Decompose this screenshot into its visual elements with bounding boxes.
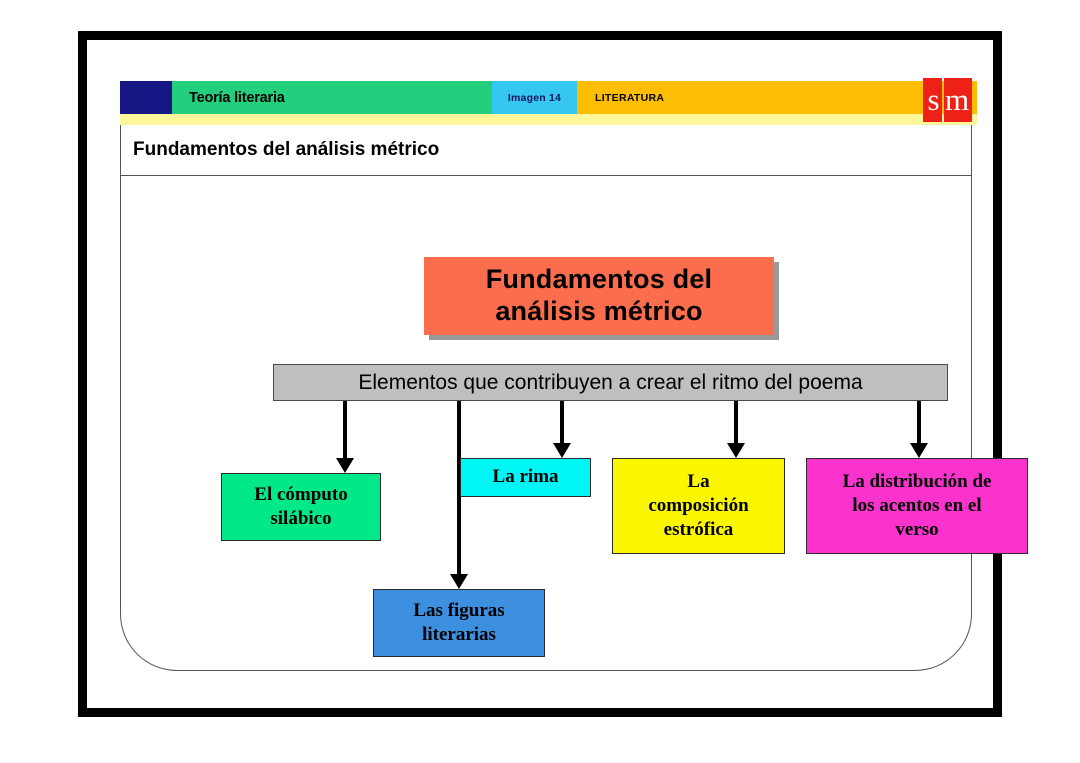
sm-logo-s-letter: s — [927, 81, 940, 117]
diagram-title-line-2: análisis métrico — [495, 296, 703, 326]
node-computo-silabico: El cómputo silábico — [221, 473, 381, 541]
sm-logo: s m — [923, 78, 972, 122]
node-figuras-literarias-line-2: literarias — [422, 624, 496, 645]
header-image-section: Imagen 14 — [492, 81, 577, 114]
header-underline-strip — [120, 114, 977, 125]
diagram-title-box: Fundamentos del análisis métrico — [424, 257, 774, 335]
sm-logo-m-letter: m — [944, 81, 970, 117]
slide-content-panel: Fundamentos del análisis métrico Fundame… — [120, 125, 1028, 671]
node-distribucion-acentos-line-2: los acentos en el — [852, 494, 982, 516]
node-la-rima-line-1: La rima — [492, 466, 559, 488]
node-computo-silabico-line-1: El cómputo — [254, 483, 348, 505]
slide-subtitle-row: Fundamentos del análisis métrico — [121, 125, 971, 176]
header-image-label: Imagen 14 — [507, 91, 562, 104]
diagram-subtitle-bar: Elementos que contribuyen a crear el rit… — [273, 364, 948, 401]
slide-frame: Teoría literaria Imagen 14 LITERATURA s … — [78, 31, 1028, 717]
diagram-title-line-1: Fundamentos del — [485, 264, 713, 295]
sm-logo-m-block: m — [944, 78, 972, 122]
node-la-rima: La rima — [460, 458, 591, 497]
header-navy-block — [120, 81, 172, 114]
sm-logo-s-block: s — [923, 78, 942, 122]
header-subject-label: LITERATURA — [595, 91, 665, 104]
node-composicion-estrofica-line-3: estrófica — [663, 519, 734, 541]
header-course-section: Teoría literaria — [172, 81, 492, 114]
node-distribucion-acentos-line-3: verso — [895, 519, 939, 541]
header-course-label: Teoría literaria — [189, 89, 285, 106]
node-composicion-estrofica: La composición estrófica — [612, 458, 785, 554]
node-distribucion-acentos-line-1: La distribución de — [842, 470, 992, 492]
node-figuras-literarias: Las figuras literarias — [373, 589, 545, 657]
node-composicion-estrofica-line-1: La — [687, 470, 710, 492]
page-title: Fundamentos del análisis métrico — [133, 139, 440, 160]
node-figuras-literarias-line-1: Las figuras — [413, 599, 505, 621]
header-subject-section: LITERATURA — [577, 81, 977, 114]
node-computo-silabico-line-2: silábico — [270, 508, 332, 529]
node-distribucion-acentos: La distribución de los acentos en el ver… — [806, 458, 1028, 554]
slide-header-bar: Teoría literaria Imagen 14 LITERATURA — [120, 81, 977, 114]
diagram-subtitle-bar-label: Elementos que contribuyen a crear el rit… — [358, 370, 863, 394]
diagram-canvas: Fundamentos del análisis métrico Element… — [121, 176, 1028, 671]
node-composicion-estrofica-line-2: composición — [648, 494, 749, 516]
